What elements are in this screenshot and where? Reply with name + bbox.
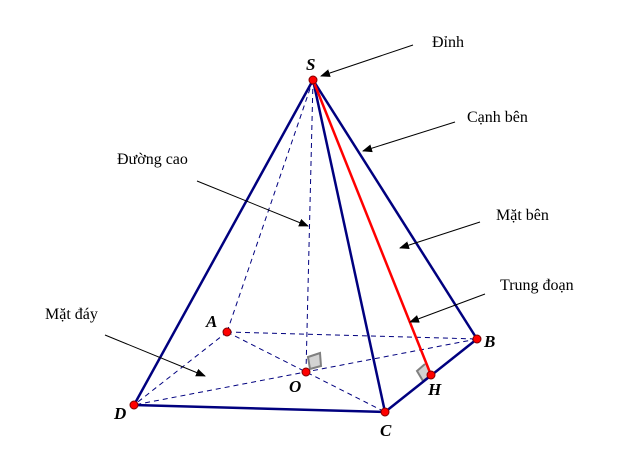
apothem-SH <box>311 79 433 376</box>
label-B: B <box>483 332 495 351</box>
annotation-apex: Đỉnh <box>432 34 464 51</box>
label-O: O <box>289 377 301 396</box>
annotation-height: Đường cao <box>117 151 188 168</box>
annotation-lateral-edge: Cạnh bên <box>467 109 528 126</box>
annotation-base: Mặt đáy <box>45 306 98 323</box>
arrow-apex <box>320 44 414 77</box>
arrow-apothem <box>409 293 486 323</box>
point-D <box>129 400 139 410</box>
edge-SD <box>132 79 315 406</box>
edge-AD <box>133 331 228 406</box>
arrow-lateral-edge <box>362 121 456 153</box>
point-S <box>308 75 318 85</box>
label-A: A <box>205 312 217 331</box>
point-A <box>222 327 232 337</box>
label-D: D <box>113 404 126 423</box>
annotation-apothem: Trung đoạn <box>500 277 574 294</box>
label-S: S <box>306 55 315 74</box>
edge-DC <box>133 403 386 414</box>
edge-AB <box>226 331 478 340</box>
edge-SA <box>226 79 314 333</box>
label-H: H <box>427 380 442 399</box>
point-H <box>426 370 436 380</box>
arrow-base <box>104 334 206 377</box>
height-SO <box>305 79 314 373</box>
edge-SB <box>311 79 479 340</box>
label-C: C <box>380 421 392 440</box>
point-O <box>301 367 311 377</box>
point-B <box>472 334 482 344</box>
annotation-lateral-face: Mặt bên <box>496 207 549 224</box>
right-angle-O <box>306 351 323 371</box>
edge-SC <box>311 79 387 413</box>
point-C <box>380 407 390 417</box>
diagonal-AC <box>226 331 386 413</box>
arrow-height <box>196 180 309 227</box>
arrow-lateral-face <box>399 221 481 250</box>
